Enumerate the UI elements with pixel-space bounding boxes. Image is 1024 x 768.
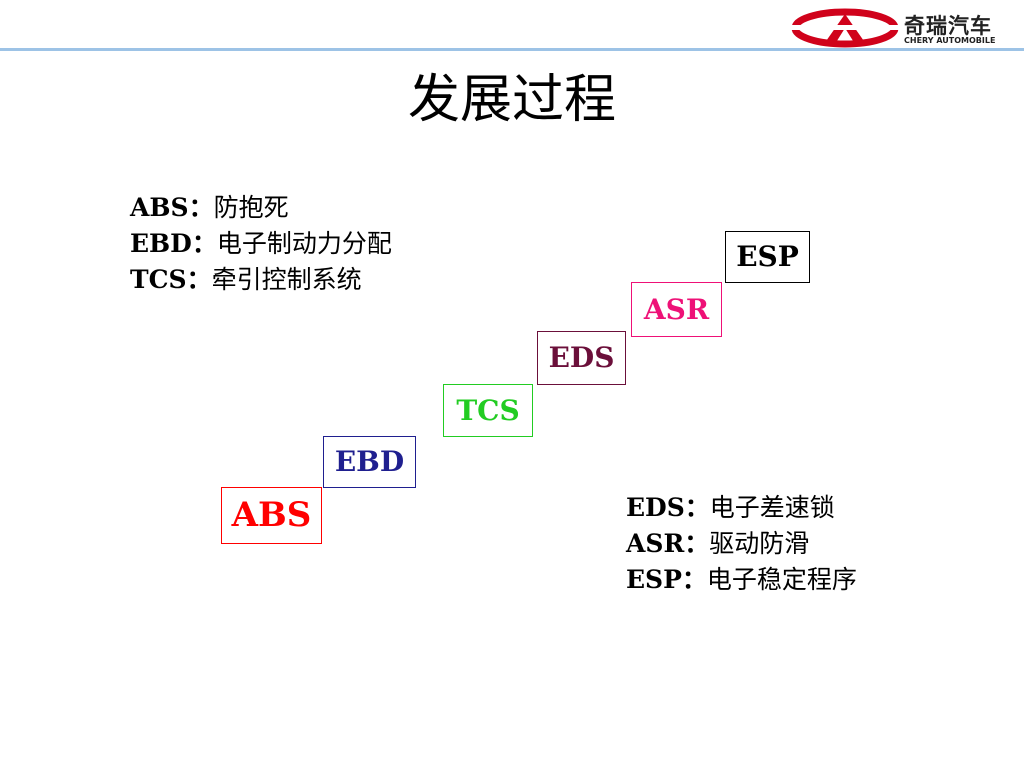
definition-ebd: EBD：电子制动力分配 [130,226,392,262]
definition-asr: ASR：驱动防滑 [626,526,857,562]
stage-box-esp: ESP [725,231,810,283]
definition-abbr: TCS： [130,265,212,294]
definition-abbr: EDS： [626,493,710,522]
definition-eds: EDS：电子差速锁 [626,490,857,526]
logo-name-en: CHERY AUTOMOBILE [904,36,996,45]
definition-text: 防抱死 [213,193,289,222]
stage-box-eds: EDS [537,331,626,385]
stage-box-tcs: TCS [443,384,533,437]
page-title: 发展过程 [407,70,616,130]
definition-text: 电子稳定程序 [706,565,857,594]
definition-tcs: TCS：牵引控制系统 [130,262,392,298]
stage-box-abs: ABS [221,487,322,544]
chery-logo: 奇瑞汽车 CHERY AUTOMOBILE [790,8,1016,48]
header-divider [0,48,1024,51]
definitions-top: ABS：防抱死 EBD：电子制动力分配 TCS：牵引控制系统 [130,190,392,298]
definition-text: 电子制动力分配 [216,229,392,258]
definition-abbr: EBD： [130,229,217,258]
stage-box-asr: ASR [631,282,722,337]
definition-abs: ABS：防抱死 [130,190,392,226]
definition-esp: ESP：电子稳定程序 [626,562,857,598]
chery-logo-icon [790,8,900,48]
definition-text: 驱动防滑 [709,529,810,558]
definition-text: 电子差速锁 [709,493,835,522]
definition-abbr: ABS： [130,193,214,222]
definition-abbr: ESP： [626,565,707,594]
definition-text: 牵引控制系统 [211,265,362,294]
definitions-bottom: EDS：电子差速锁 ASR：驱动防滑 ESP：电子稳定程序 [626,490,857,598]
definition-abbr: ASR： [626,529,710,558]
logo-name-cn: 奇瑞汽车 [904,14,992,38]
stage-box-ebd: EBD [323,436,416,488]
